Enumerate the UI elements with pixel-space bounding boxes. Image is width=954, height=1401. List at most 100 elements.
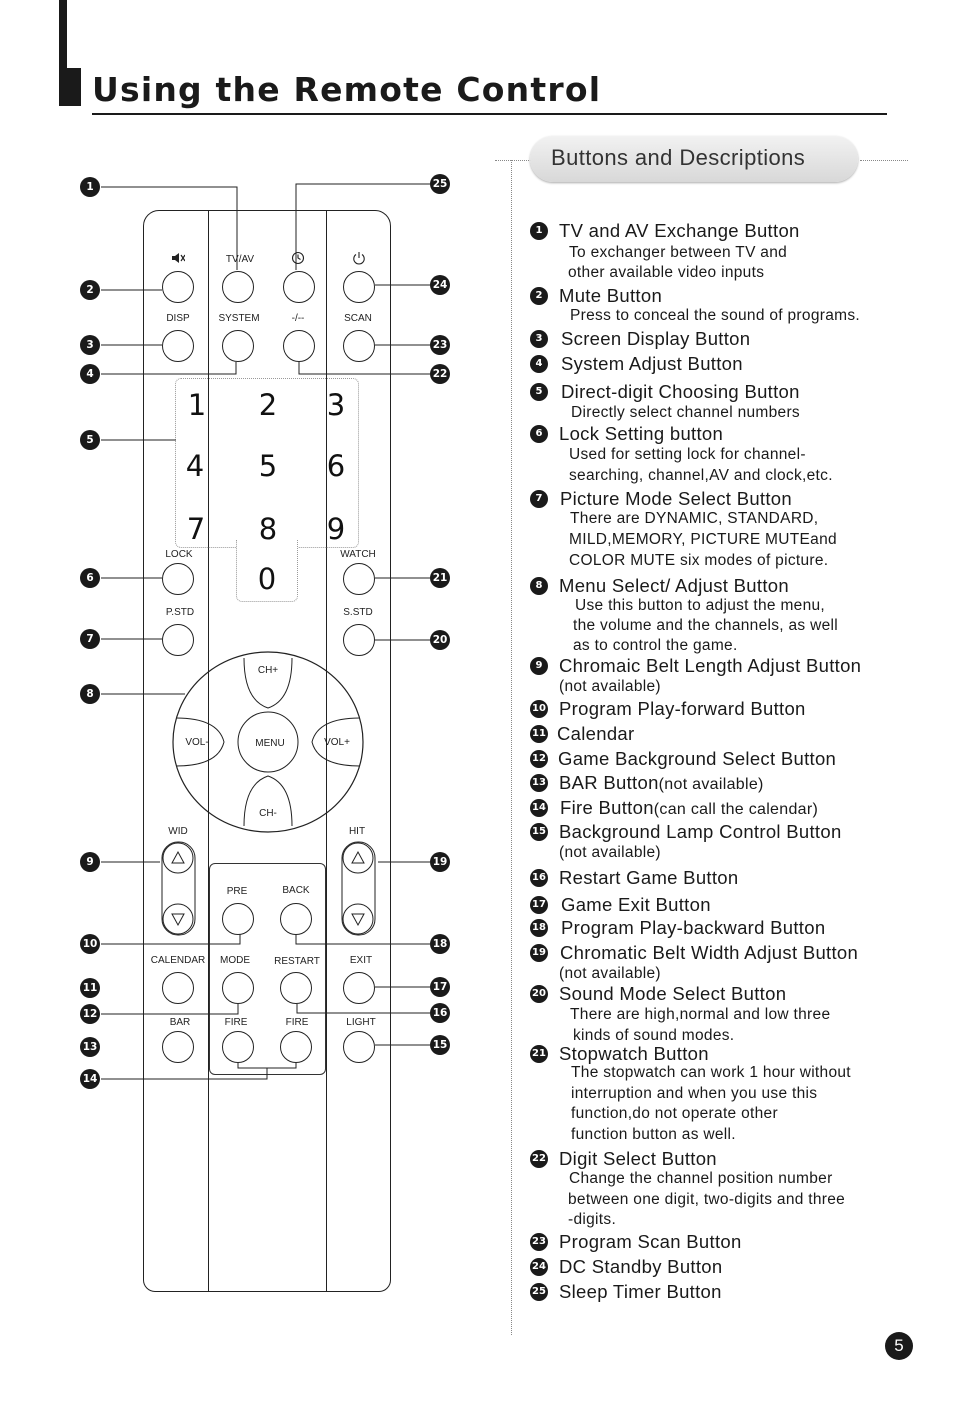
description-title-text: BAR Button — [559, 772, 659, 793]
lock-button[interactable] — [162, 563, 194, 595]
number-badge: 12 — [530, 750, 548, 768]
digit-3-button[interactable]: 3 — [326, 388, 346, 422]
description-title: Program Play-backward Button — [561, 917, 826, 938]
disp-button[interactable] — [162, 330, 194, 362]
description-body: as to control the game. — [573, 637, 738, 654]
digit-0-button[interactable]: 0 — [257, 562, 277, 596]
callout-badge: 16 — [430, 1003, 450, 1023]
callout-badge: 18 — [430, 934, 450, 954]
description-title: Calendar — [557, 723, 635, 744]
digit-panel-zero-tab — [236, 540, 298, 602]
number-badge: 7 — [530, 490, 548, 508]
hit-rocker[interactable] — [340, 840, 378, 938]
digit-7-button[interactable]: 7 — [186, 512, 206, 546]
digit-6-button[interactable]: 6 — [326, 449, 346, 483]
calendar-button[interactable] — [162, 972, 194, 1004]
pre-label: PRE — [226, 886, 248, 897]
exit-label: EXIT — [349, 955, 373, 966]
number-badge: 14 — [530, 799, 548, 817]
system-label: SYSTEM — [218, 313, 260, 324]
pre-button[interactable] — [222, 903, 254, 935]
description-title: Fire Button(can call the calendar) — [560, 797, 818, 819]
wid-rocker[interactable] — [160, 840, 198, 938]
mode-button[interactable] — [222, 972, 254, 1004]
mute-button[interactable] — [162, 271, 194, 303]
standby-power-icon — [349, 251, 369, 268]
standby-button[interactable] — [343, 271, 375, 303]
callout-badge: 6 — [80, 568, 100, 588]
callout-badge: 12 — [80, 1004, 100, 1024]
description-title: Background Lamp Control Button — [559, 821, 842, 842]
digit-select-button[interactable] — [283, 330, 315, 362]
description-body: (not available) — [559, 965, 661, 982]
system-button[interactable] — [222, 330, 254, 362]
ch-down-button[interactable]: CH- — [259, 808, 277, 819]
callout-badge: 7 — [80, 629, 100, 649]
remote-body-line-left — [208, 210, 209, 1292]
scan-label: SCAN — [344, 313, 372, 324]
description-title: Program Play-forward Button — [559, 698, 806, 719]
description-body: function,do not operate other — [571, 1105, 778, 1122]
tv-av-label: TV/AV — [225, 254, 255, 265]
dotted-divider-vertical — [511, 160, 512, 1335]
vol-up-button[interactable]: VOL+ — [324, 737, 350, 748]
watch-button[interactable] — [343, 563, 375, 595]
fire-right-button[interactable] — [280, 1031, 312, 1063]
number-badge: 17 — [530, 896, 548, 914]
number-badge: 23 — [530, 1233, 548, 1251]
description-title: BAR Button(not available) — [559, 772, 764, 794]
s-std-button[interactable] — [343, 624, 375, 656]
digit-1-button[interactable]: 1 — [187, 388, 207, 422]
description-body: kinds of sound modes. — [573, 1027, 735, 1044]
number-badge: 3 — [530, 330, 548, 348]
light-button[interactable] — [343, 1031, 375, 1063]
fire-left-label: FIRE — [224, 1017, 248, 1028]
description-title: Restart Game Button — [559, 867, 739, 888]
wid-label: WID — [168, 826, 188, 837]
remote-body-line-right — [326, 210, 327, 1292]
description-title-text: Fire Button — [560, 797, 654, 818]
description-title: Digit Select Button — [559, 1148, 717, 1169]
title-rule — [92, 113, 887, 115]
menu-button[interactable]: MENU — [255, 738, 285, 749]
vol-down-button[interactable]: VOL- — [185, 737, 209, 748]
bar-button[interactable] — [162, 1031, 194, 1063]
disp-label: DISP — [166, 313, 190, 324]
description-title: Stopwatch Button — [559, 1043, 709, 1064]
number-badge: 1 — [530, 222, 548, 240]
dotted-divider-right — [860, 160, 908, 161]
p-std-button[interactable] — [162, 624, 194, 656]
callout-badge: 1 — [80, 177, 100, 197]
sleep-timer-button[interactable] — [283, 271, 315, 303]
restart-button[interactable] — [280, 972, 312, 1004]
s-std-label: S.STD — [343, 607, 373, 618]
description-title: Game Background Select Button — [558, 748, 837, 769]
ch-up-button[interactable]: CH+ — [257, 665, 279, 676]
digit-4-button[interactable]: 4 — [185, 449, 205, 483]
description-body: the volume and the channels, as well — [573, 617, 838, 634]
description-body: interruption and when you use this — [571, 1085, 818, 1102]
digit-9-button[interactable]: 9 — [326, 512, 346, 546]
mode-label: MODE — [220, 955, 250, 966]
description-title: TV and AV Exchange Button — [559, 220, 800, 241]
back-label: BACK — [282, 885, 310, 896]
callout-badge: 19 — [430, 852, 450, 872]
description-title: Sleep Timer Button — [559, 1281, 722, 1302]
digit-select-label: -/-- — [291, 313, 305, 324]
description-title: Game Exit Button — [561, 894, 711, 915]
page-title: Using the Remote Control — [92, 70, 602, 109]
number-badge: 21 — [530, 1045, 548, 1063]
scan-button[interactable] — [343, 330, 375, 362]
digit-2-button[interactable]: 2 — [258, 388, 278, 422]
description-title: Sound Mode Select Button — [559, 983, 787, 1004]
watch-label: WATCH — [340, 549, 376, 560]
digit-8-button[interactable]: 8 — [258, 512, 278, 546]
callout-badge: 8 — [80, 684, 100, 704]
number-badge: 11 — [530, 725, 548, 743]
exit-button[interactable] — [343, 972, 375, 1004]
digit-5-button[interactable]: 5 — [258, 449, 278, 483]
fire-left-button[interactable] — [222, 1031, 254, 1063]
description-title: System Adjust Button — [561, 353, 743, 374]
lock-label: LOCK — [165, 549, 193, 560]
tv-av-button[interactable] — [222, 271, 254, 303]
